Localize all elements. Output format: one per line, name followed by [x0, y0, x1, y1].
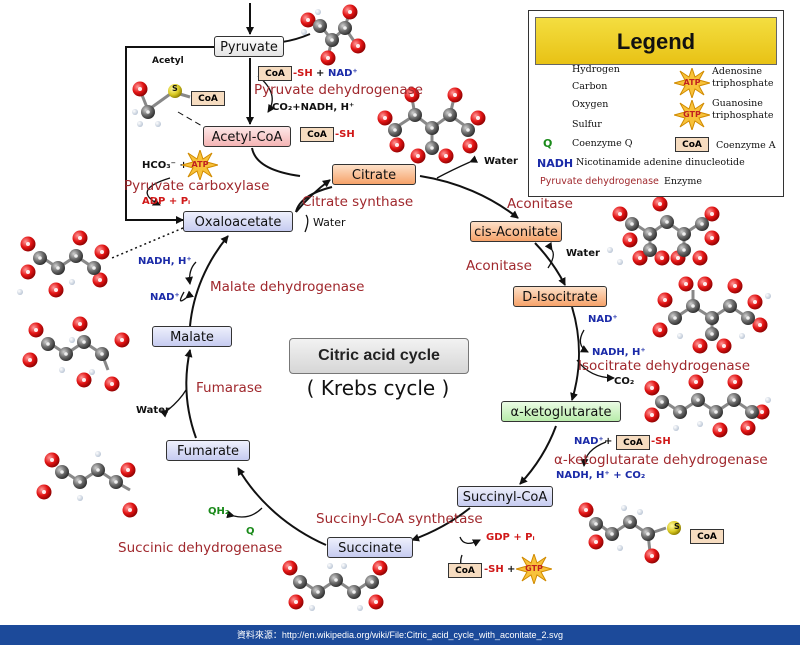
- diagram-subtitle: ( Krebs cycle ): [306, 376, 450, 400]
- legend-sulfur: Sulfur: [572, 119, 602, 130]
- metabolite-citrate: Citrate: [332, 164, 416, 185]
- metabolite-pyruvate: Pyruvate: [214, 36, 284, 57]
- source-footer: 資料來源：http://en.wikipedia.org/wiki/File:C…: [0, 625, 800, 645]
- legend-gtp-line2: triphosphate: [712, 110, 774, 121]
- legend-coa-icon: CoA: [675, 137, 709, 152]
- label-scs-plus: +: [507, 564, 516, 575]
- enzyme-isocitrate-dehydrogenase: Isocitrate dehydrogenase: [578, 358, 750, 374]
- legend-coa: Coenzyme A: [716, 140, 776, 151]
- label-s-acetyl: S: [172, 84, 178, 93]
- label-mdh-nadh: NADH, H⁺: [138, 256, 192, 267]
- label-hco3: HCO₃⁻ +: [142, 160, 188, 171]
- label-idh-nad: NAD⁺: [588, 314, 618, 325]
- enzyme-malate-dehydrogenase: Malate dehydrogenase: [210, 279, 365, 295]
- label-pdh-sh: -SH: [293, 68, 313, 79]
- legend-oxygen: Oxygen: [572, 99, 609, 110]
- diagram-title: Citric acid cycle: [289, 338, 469, 374]
- enzyme-aconitase-1: Aconitase: [507, 196, 573, 212]
- coa-succinyl: CoA: [690, 529, 724, 544]
- legend-gtp-symbol: GTP: [683, 110, 701, 119]
- legend-gtp-icon: GTP: [674, 100, 710, 130]
- label-idh-nadh: NADH, H⁺: [592, 347, 646, 358]
- metabolite-fumarate: Fumarate: [166, 440, 250, 461]
- legend-nadh-symbol: NADH: [537, 157, 574, 170]
- legend-atp-icon: ATP: [674, 68, 710, 98]
- legend-atp-line1: Adenosine: [712, 66, 763, 77]
- coa-pdh-input: CoA: [258, 66, 292, 81]
- legend-enzyme-example: Pyruvate dehydrogenase: [540, 176, 659, 187]
- label-akgdh-plus: +: [604, 436, 613, 447]
- legend-atp-symbol: ATP: [683, 78, 701, 87]
- metabolite-a-ketoglutarate: α-ketoglutarate: [501, 401, 621, 422]
- label-pdh-nad: NAD⁺: [328, 68, 358, 79]
- atp-icon: ATP: [182, 150, 218, 180]
- label-akgdh-sh: -SH: [651, 436, 671, 447]
- enzyme-succinic-dehydrogenase: Succinic dehydrogenase: [118, 540, 283, 556]
- label-water-citrate: Water: [313, 216, 346, 229]
- label-scs-sh: -SH: [484, 564, 504, 575]
- legend-gtp-line1: Guanosine: [712, 98, 763, 109]
- coa-scs: CoA: [448, 563, 482, 578]
- label-acetyl-coa-sh: -SH: [335, 129, 355, 140]
- label-gdp-pi: GDP + Pᵢ: [486, 532, 535, 543]
- legend-hydrogen: Hydrogen: [572, 64, 620, 75]
- label-pdh-plus: +: [316, 68, 325, 79]
- legend-atp-line2: triphosphate: [712, 78, 774, 89]
- legend-enzyme: Enzyme: [664, 176, 703, 187]
- label-acetyl: Acetyl: [152, 56, 184, 66]
- enzyme-a-ketoglutarate-dehydrogenase: α-ketoglutarate dehydrogenase: [554, 452, 768, 468]
- metabolite-oxaloacetate: Oxaloacetate: [183, 211, 293, 232]
- label-mdh-nad: NAD⁺: [150, 292, 180, 303]
- metabolite-succinate: Succinate: [327, 537, 413, 558]
- metabolite-succinyl-coa: Succinyl-CoA: [457, 486, 553, 507]
- label-adp-pi: ADP + Pᵢ: [142, 196, 191, 207]
- label-water-cis-aconitate: Water: [566, 248, 600, 259]
- metabolite-acetyl-coa: Acetyl-CoA: [203, 126, 291, 147]
- enzyme-pyruvate-carboxylase: Pyruvate carboxylase: [124, 178, 270, 194]
- coa-acetyl: CoA: [191, 91, 225, 106]
- gtp-symbol: GTP: [525, 564, 543, 573]
- legend-carbon: Carbon: [572, 81, 608, 92]
- label-akgdh-nad: NAD⁺: [574, 436, 604, 447]
- metabolite-d-isocitrate: D-Isocitrate: [513, 286, 607, 307]
- atp-symbol: ATP: [191, 160, 209, 169]
- enzyme-citrate-synthase: Citrate synthase: [302, 194, 414, 210]
- legend-nadh: Nicotinamide adenine dinucleotide: [576, 157, 745, 168]
- legend-q-symbol: Q: [543, 137, 553, 150]
- label-akgdh-products: NADH, H⁺ + CO₂: [556, 470, 646, 481]
- enzyme-aconitase-2: Aconitase: [466, 258, 532, 274]
- label-s-succinyl: S: [674, 522, 680, 531]
- metabolite-cis-aconitate: cis-Aconitate: [470, 221, 562, 242]
- gtp-icon: GTP: [516, 554, 552, 584]
- label-idh-co2: CO₂: [614, 376, 635, 387]
- coa-acetyl-coa: CoA: [300, 127, 334, 142]
- label-water-fumarase: Water: [136, 405, 170, 416]
- coa-akgdh: CoA: [616, 435, 650, 450]
- enzyme-pyruvate-dehydrogenase: Pyruvate dehydrogenase: [254, 82, 423, 98]
- enzyme-fumarase: Fumarase: [196, 380, 263, 396]
- legend-coenzyme-q: Coenzyme Q: [572, 138, 633, 149]
- label-qh2: QH₂: [208, 506, 230, 517]
- metabolite-malate: Malate: [152, 326, 232, 347]
- legend: Legend: [528, 10, 784, 197]
- label-water-aconitase: Water: [484, 156, 518, 167]
- enzyme-succinyl-coa-synthetase: Succinyl-CoA synthetase: [316, 511, 483, 527]
- label-q: Q: [246, 526, 255, 537]
- label-pdh-products: CO₂+NADH, H⁺: [272, 102, 355, 113]
- legend-title: Legend: [535, 17, 777, 65]
